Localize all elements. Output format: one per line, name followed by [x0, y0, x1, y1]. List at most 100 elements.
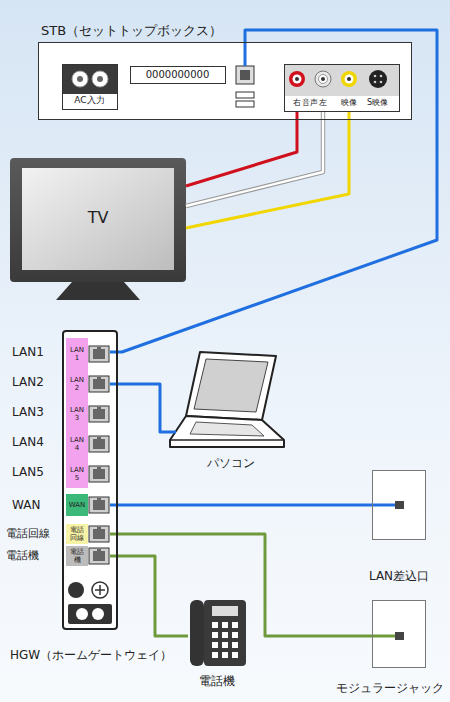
port-icons	[93, 349, 105, 359]
port-icons	[89, 406, 109, 422]
node-text: LAN 1	[68, 346, 86, 362]
phone-port: 電話 機	[66, 546, 110, 566]
lan-port: LAN 2	[66, 370, 110, 398]
port-icons	[97, 527, 101, 530]
hgw-power	[68, 582, 112, 624]
node-text: 音声	[302, 98, 318, 108]
port-icons	[89, 548, 109, 564]
port-label: LAN4	[12, 435, 44, 449]
telephone	[232, 622, 238, 628]
hgw-power	[92, 582, 108, 598]
port-icons	[97, 377, 101, 380]
usb-port	[236, 92, 254, 107]
port-label: 電話回線	[6, 527, 50, 540]
av-jack-panel: 右音声左映像 S映像	[284, 64, 400, 112]
laptop-computer	[170, 416, 284, 447]
port-icons	[93, 409, 105, 419]
telephone	[212, 632, 218, 638]
port-icons	[97, 347, 101, 350]
lan-cable	[110, 30, 437, 352]
port-icons	[89, 436, 109, 452]
port-icons	[97, 437, 101, 440]
node-text: 右	[290, 98, 304, 108]
phone-cable	[110, 556, 188, 636]
laptop-computer	[186, 352, 276, 420]
port-label: LAN5	[12, 465, 44, 479]
wall-plate	[395, 632, 404, 640]
port-icons	[89, 466, 109, 482]
node-text: LAN 2	[68, 376, 86, 392]
rca-jack	[289, 71, 305, 87]
node-text: STB（セットトップボックス）	[41, 23, 222, 39]
node-text: WAN	[66, 501, 88, 509]
stb-lan-port	[240, 70, 250, 80]
hgw-body	[66, 338, 88, 488]
s-video-jack	[374, 81, 377, 84]
tv-set	[10, 158, 186, 282]
lan-cable	[110, 384, 176, 432]
telephone	[190, 600, 204, 666]
telephone	[222, 632, 228, 638]
telephone	[232, 632, 238, 638]
lan-wall-outlet: LAN差込口	[372, 470, 426, 540]
rca-jack	[345, 75, 354, 84]
node-text: 0000000000	[131, 69, 225, 81]
audio-cable-left	[186, 112, 323, 207]
node-text: 映像	[339, 98, 359, 108]
display-window: 0000000000	[130, 66, 226, 84]
stb-body	[38, 42, 412, 120]
ac-inlet-socket	[63, 65, 117, 94]
port-icons	[93, 379, 105, 389]
node-text: 電話 機	[68, 548, 86, 564]
port-icons	[89, 526, 109, 542]
node-text: 電話 回線	[68, 526, 86, 542]
rca-jack	[289, 71, 357, 87]
modular-jack: モジュラージャック	[372, 600, 426, 668]
node-text: 電話機	[182, 674, 252, 688]
rca-jack	[341, 71, 357, 87]
stb-lan-port	[236, 42, 254, 84]
laptop-computer	[170, 439, 284, 441]
node-text: 左	[316, 98, 330, 108]
hgw-power	[76, 608, 88, 620]
ac-inlet-socket	[77, 76, 83, 82]
audio-cable-left	[186, 112, 323, 207]
audio-cable-right	[186, 112, 297, 187]
av-panel-ground	[284, 64, 400, 112]
home-gateway: HGW（ホームゲートウェイ）LAN 1LAN 2LAN 3LAN 4LAN 5W…	[62, 330, 118, 630]
port-label: 電話機	[6, 549, 39, 562]
audio-cable-left	[186, 112, 323, 207]
telephone	[222, 622, 228, 628]
s-video-jack	[369, 70, 387, 88]
hgw-body	[66, 546, 88, 566]
rca-jack	[347, 77, 351, 81]
port-icons	[89, 346, 109, 362]
s-video-jack	[380, 75, 383, 78]
display-window-ground	[130, 66, 226, 84]
audio-cable-right	[186, 112, 297, 187]
phone-line-port: 電話 回線	[66, 524, 110, 544]
hgw-body	[66, 494, 88, 516]
port-label: LAN3	[12, 405, 44, 419]
usb-port	[236, 101, 254, 107]
node-text: パソコン	[176, 456, 286, 470]
node-text: TV	[10, 208, 186, 227]
ac-inlet-socket	[92, 71, 108, 87]
telephone	[212, 652, 218, 658]
ac-inlet: AC入力	[62, 64, 118, 110]
s-video-jack	[380, 81, 383, 84]
telephone: 電話機	[188, 598, 246, 668]
telephone	[212, 642, 218, 648]
rca-jack	[293, 75, 302, 84]
ac-inlet-socket	[97, 76, 103, 82]
telephone	[212, 622, 218, 628]
lan-cable	[110, 505, 372, 506]
laptop-computer	[190, 422, 264, 436]
wall-plate	[372, 504, 396, 507]
hgw-power	[99, 585, 101, 595]
phone-cable	[110, 556, 188, 636]
wall-plate	[395, 501, 404, 509]
stb-body	[38, 42, 412, 120]
telephone	[232, 642, 238, 648]
node-text: S映像	[363, 98, 393, 108]
